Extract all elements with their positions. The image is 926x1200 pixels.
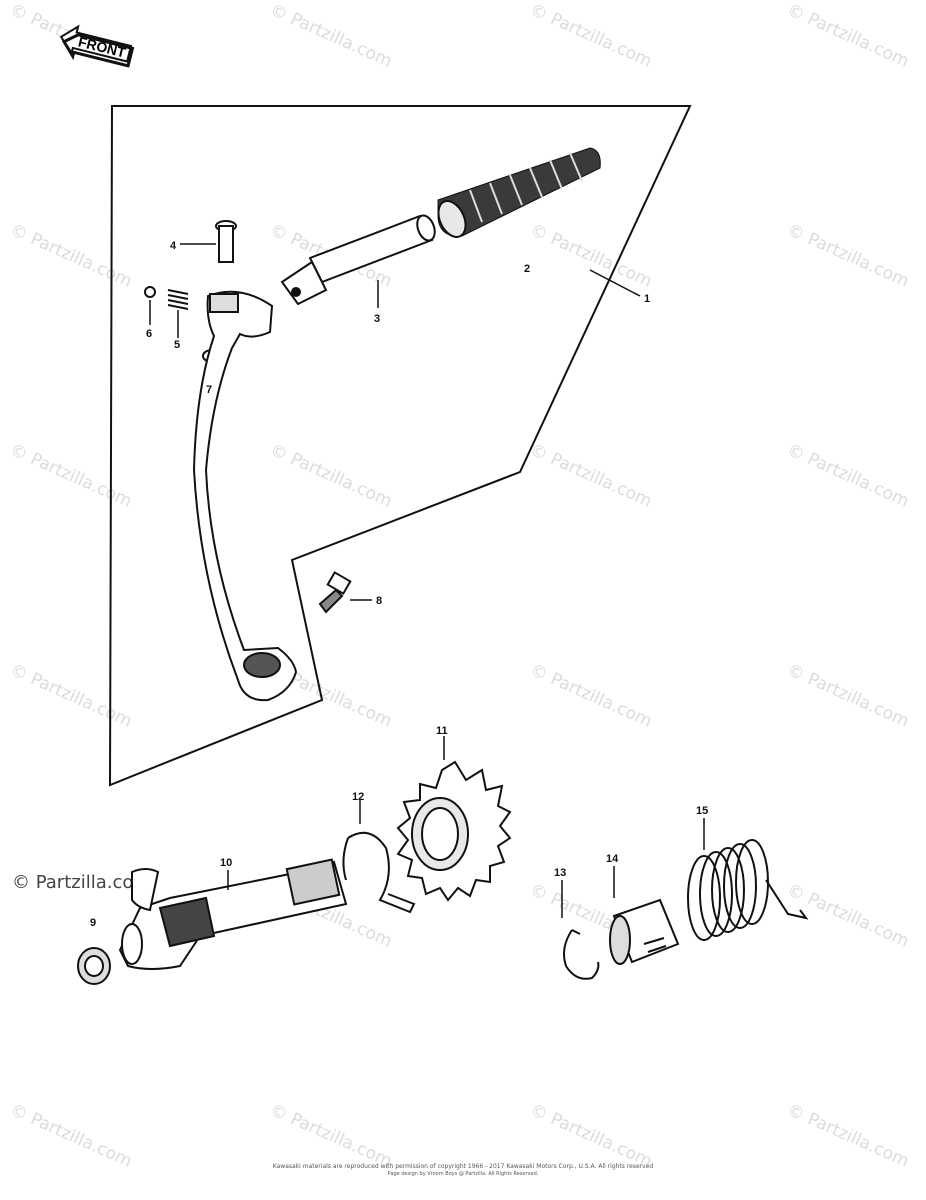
callout-14: 14 <box>606 853 619 865</box>
part-grip <box>437 147 601 238</box>
part-spring <box>167 289 189 310</box>
part-circlip <box>563 929 600 980</box>
part-gear <box>396 760 512 902</box>
callout-15: 15 <box>696 805 708 817</box>
part-kick-lever <box>192 290 298 702</box>
watermark-badge: © Partzilla.com <box>12 872 151 893</box>
callout-9: 9 <box>90 917 96 929</box>
part-ring <box>342 831 416 914</box>
part-torsion-spring <box>687 839 809 941</box>
part-ball <box>144 286 156 298</box>
assembly-outline <box>108 105 692 787</box>
front-arrow-icon: FRONT <box>59 24 135 68</box>
callout-13: 13 <box>554 867 566 879</box>
copyright-text: Kawasaki materials are reproduced with p… <box>272 1163 654 1170</box>
callout-5: 5 <box>174 339 180 351</box>
callout-8: 8 <box>376 595 382 607</box>
callout-2: 2 <box>524 263 530 275</box>
copyright-text-2: Page design by Vroom Boys @ Partzilla. A… <box>387 1171 539 1177</box>
part-kick-shaft <box>118 858 348 970</box>
callout-3: 3 <box>374 313 380 325</box>
callout-12: 12 <box>352 791 364 803</box>
callout-7: 7 <box>206 384 212 396</box>
part-pin <box>215 220 237 263</box>
part-bolt <box>318 571 352 614</box>
part-washer <box>77 947 111 985</box>
callout-6: 6 <box>146 328 152 340</box>
part-sleeve <box>609 898 680 965</box>
callout-1: 1 <box>644 293 650 305</box>
callout-11: 11 <box>436 725 448 737</box>
front-label: FRONT <box>77 33 128 60</box>
part-pedal-shaft <box>280 214 436 306</box>
callout-10: 10 <box>220 857 232 869</box>
callout-4: 4 <box>170 240 177 252</box>
